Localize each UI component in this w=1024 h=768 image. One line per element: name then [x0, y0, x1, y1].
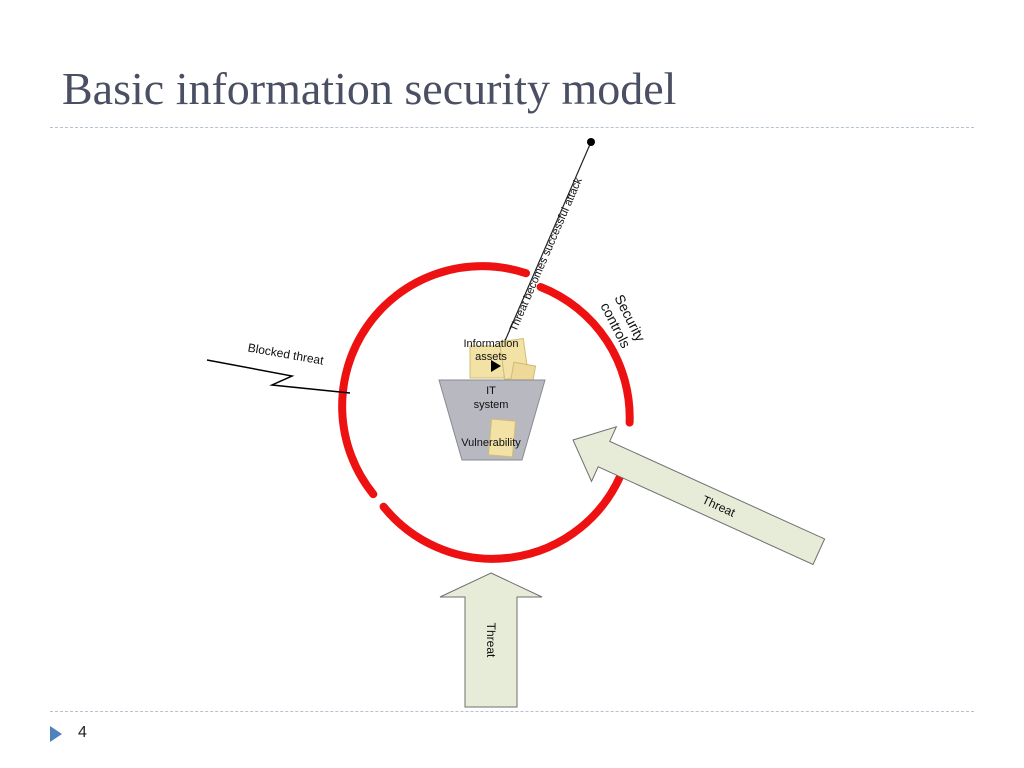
security-ring-segment-bottom — [379, 471, 625, 563]
it-system: IT system Vulnerability — [438, 379, 546, 461]
threat-label-bottom: Threat — [484, 623, 498, 658]
title-divider — [50, 127, 974, 128]
attack-line — [494, 141, 592, 365]
blocked-threat: Blocked threat — [206, 341, 351, 394]
arrow-shape — [439, 572, 543, 708]
page-number: 4 — [78, 724, 87, 741]
successful-attack-path — [494, 138, 595, 365]
threat-arrow-bottom: Threat — [439, 572, 543, 708]
information-assets: Information assets — [463, 337, 537, 387]
info-assets-label-line2: assets — [475, 351, 507, 363]
dot-icon — [587, 138, 595, 146]
it-system-label-line2: system — [474, 399, 509, 411]
vulnerability-label: Vulnerability — [461, 437, 521, 449]
security-ring-segment-top-right — [536, 283, 634, 427]
threat-arrow-right: Threat — [572, 425, 826, 566]
triangle-right-icon — [491, 360, 501, 372]
security-ring-segment-top-left — [338, 262, 530, 499]
triangle-right-icon — [50, 726, 62, 742]
footer-divider — [50, 711, 974, 712]
it-system-label-line1: IT — [486, 385, 496, 397]
blocked-threat-label: Blocked threat — [247, 341, 326, 368]
slide-title: Basic information security model — [62, 63, 677, 114]
security-ring — [338, 262, 634, 563]
arrow-shape — [572, 425, 826, 566]
vulnerability-document — [487, 418, 517, 458]
lightning-bolt-icon — [206, 359, 351, 394]
info-assets-label-line1: Information — [463, 338, 518, 350]
